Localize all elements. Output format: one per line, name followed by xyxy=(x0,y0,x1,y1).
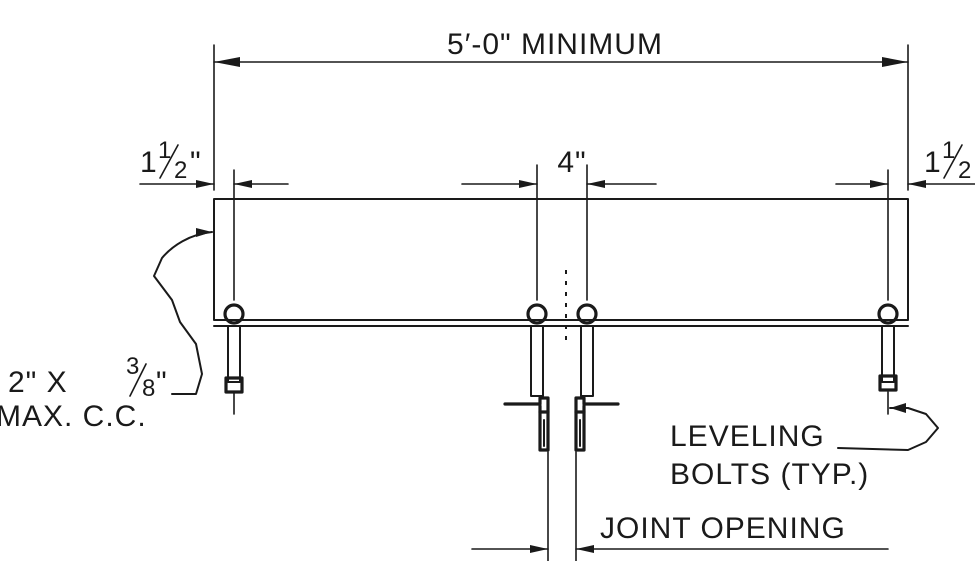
bolt-head xyxy=(576,303,598,325)
left-edge-whole: 1 xyxy=(140,146,158,179)
template-bar-outline xyxy=(213,198,909,321)
center-spacing-dimension: 4" xyxy=(461,146,657,301)
right-edge-arrow-left xyxy=(870,180,888,188)
right-angle-flange xyxy=(574,396,620,414)
right-edge-dimension: 1 1 2 xyxy=(835,137,975,301)
leveling-bolts-callout: LEVELING BOLTS (TYP.) xyxy=(670,403,939,491)
bar-size-frac-num: 3 xyxy=(126,353,139,380)
left-edge-inch: " xyxy=(190,146,202,179)
right-edge-whole: 1 xyxy=(924,146,942,179)
joint-opening-label: JOINT OPENING xyxy=(600,512,846,545)
right-edge-arrow-right xyxy=(908,180,926,188)
leveling-label-line1: LEVELING xyxy=(670,420,825,453)
leveling-leader xyxy=(837,407,939,451)
joint-armor-left xyxy=(503,396,550,452)
bolt-head xyxy=(526,303,548,325)
center-spacing-label: 4" xyxy=(557,146,586,179)
left-edge-arrow-in-left xyxy=(196,180,214,188)
bolt-shank xyxy=(580,325,594,397)
center-arrow-right xyxy=(587,180,605,188)
left-edge-frac-den: 2 xyxy=(174,157,187,184)
right-edge-frac-slash xyxy=(943,144,963,179)
joint-armor-right xyxy=(574,396,620,452)
left-angle-leg xyxy=(538,410,550,452)
right-angle-leg xyxy=(574,410,586,452)
leveling-bolt-right xyxy=(877,303,899,415)
leveling-leader-arrow xyxy=(890,403,906,413)
joint-arrow-right xyxy=(576,545,594,553)
joint-arrow-left xyxy=(530,545,548,553)
right-edge-frac-den: 2 xyxy=(958,157,971,184)
bar-size-prefix: 2" X xyxy=(8,366,68,399)
bolt-shank xyxy=(530,325,544,397)
left-edge-dimension: 1 1 2 " xyxy=(139,137,289,301)
overall-dimension: 5′-0" MINIMUM xyxy=(213,28,909,191)
leveling-bolt-center-right xyxy=(576,303,598,397)
left-angle-flange xyxy=(503,396,550,414)
left-edge-arrow-in-right xyxy=(234,180,252,188)
template-bar xyxy=(213,198,909,340)
left-edge-frac-num: 1 xyxy=(158,137,171,164)
bolt-nut xyxy=(878,374,898,392)
leveling-bolt-left xyxy=(223,303,245,415)
bar-size-frac-slash xyxy=(129,363,147,397)
bar-size-callout: 2" X 3 8 " MAX. C.C. xyxy=(0,228,213,433)
left-edge-frac-slash xyxy=(159,144,179,179)
joint-opening-dimension: JOINT OPENING xyxy=(471,451,889,561)
bar-size-leader-arrow xyxy=(196,228,212,237)
left-arrowhead xyxy=(214,57,240,67)
leveling-label-line2: BOLTS (TYP.) xyxy=(670,458,869,491)
leveling-bolt-center-left xyxy=(526,303,548,397)
right-arrowhead xyxy=(882,57,908,67)
overall-dimension-label: 5′-0" MINIMUM xyxy=(447,28,663,61)
bolt-head xyxy=(223,303,245,325)
bolt-head xyxy=(877,303,899,325)
bar-spacing-label: MAX. C.C. xyxy=(0,400,147,433)
right-edge-frac-num: 1 xyxy=(942,137,955,164)
bolt-shank xyxy=(881,325,895,383)
center-arrow-left xyxy=(519,180,537,188)
bar-size-frac-den: 8 xyxy=(142,375,155,402)
bolt-shank xyxy=(227,325,241,383)
bar-size-inch: " xyxy=(156,366,168,399)
